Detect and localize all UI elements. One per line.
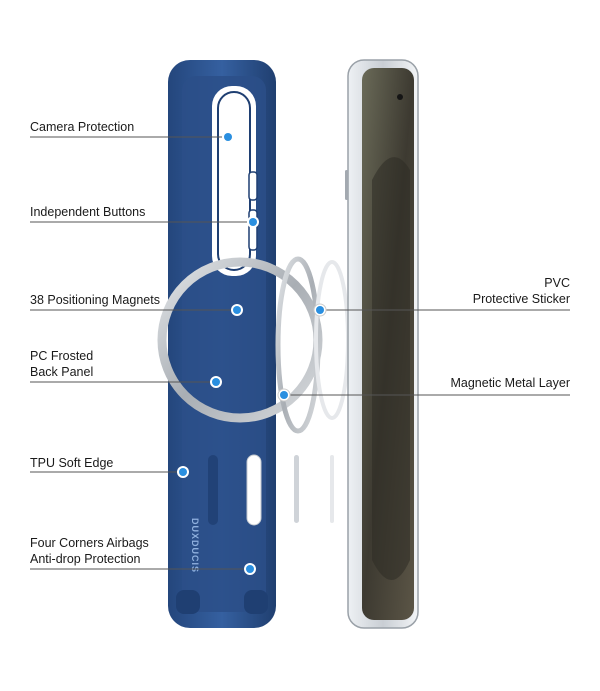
callout-camera-protection: Camera Protection [30,119,134,135]
front-camera-icon [397,94,403,100]
case-grip [208,455,218,525]
sticker-strip [330,455,334,523]
callout-text: Four Corners Airbags [30,536,149,550]
pvc-sticker [314,260,350,523]
callout-tpu-soft-edge: TPU Soft Edge [30,455,113,471]
callout-pc-back-panel: PC Frosted Back Panel [30,348,93,380]
callout-pvc-sticker: PVC Protective Sticker [473,275,570,307]
camera-cutout [212,86,256,276]
phone-side-button [345,170,348,200]
callout-text: PC Frosted [30,349,94,363]
phone-case [157,60,323,628]
callout-text: Anti-drop Protection [30,552,141,566]
marker-dot-icon [313,303,327,317]
callout-text: Camera Protection [30,120,135,134]
callout-text: 38 Positioning Magnets [30,293,160,307]
marker-dot-icon [277,388,291,402]
callout-independent-buttons: Independent Buttons [30,204,145,220]
callout-airbags: Four Corners Airbags Anti-drop Protectio… [30,535,149,567]
marker-dot-icon [247,216,259,228]
callout-metal-layer: Magnetic Metal Layer [450,375,570,391]
callout-text: Independent Buttons [30,205,146,219]
callout-text: TPU Soft Edge [30,456,114,470]
marker-dot-icon [222,131,234,143]
marker-dot-icon [231,304,243,316]
marker-dot-icon [177,466,189,478]
brand-mark: DUXDUCIS [190,518,200,573]
marker-dot-icon [244,563,256,575]
callout-positioning-magnets: 38 Positioning Magnets [30,292,160,308]
screen-wallpaper [372,157,410,580]
callout-text: PVC [544,276,570,290]
marker-dot-icon [210,376,222,388]
metal-strip [294,455,299,523]
case-slot [246,454,262,526]
marker-dots [177,131,327,575]
phone [345,59,419,629]
callout-text: Protective Sticker [472,292,570,306]
corner-airbag-right [244,590,268,614]
case-button-upper [248,171,258,201]
callout-text: Back Panel [30,365,94,379]
leader-lines [30,136,570,570]
callout-text: Magnetic Metal Layer [450,376,570,390]
corner-airbag-left [176,590,200,614]
